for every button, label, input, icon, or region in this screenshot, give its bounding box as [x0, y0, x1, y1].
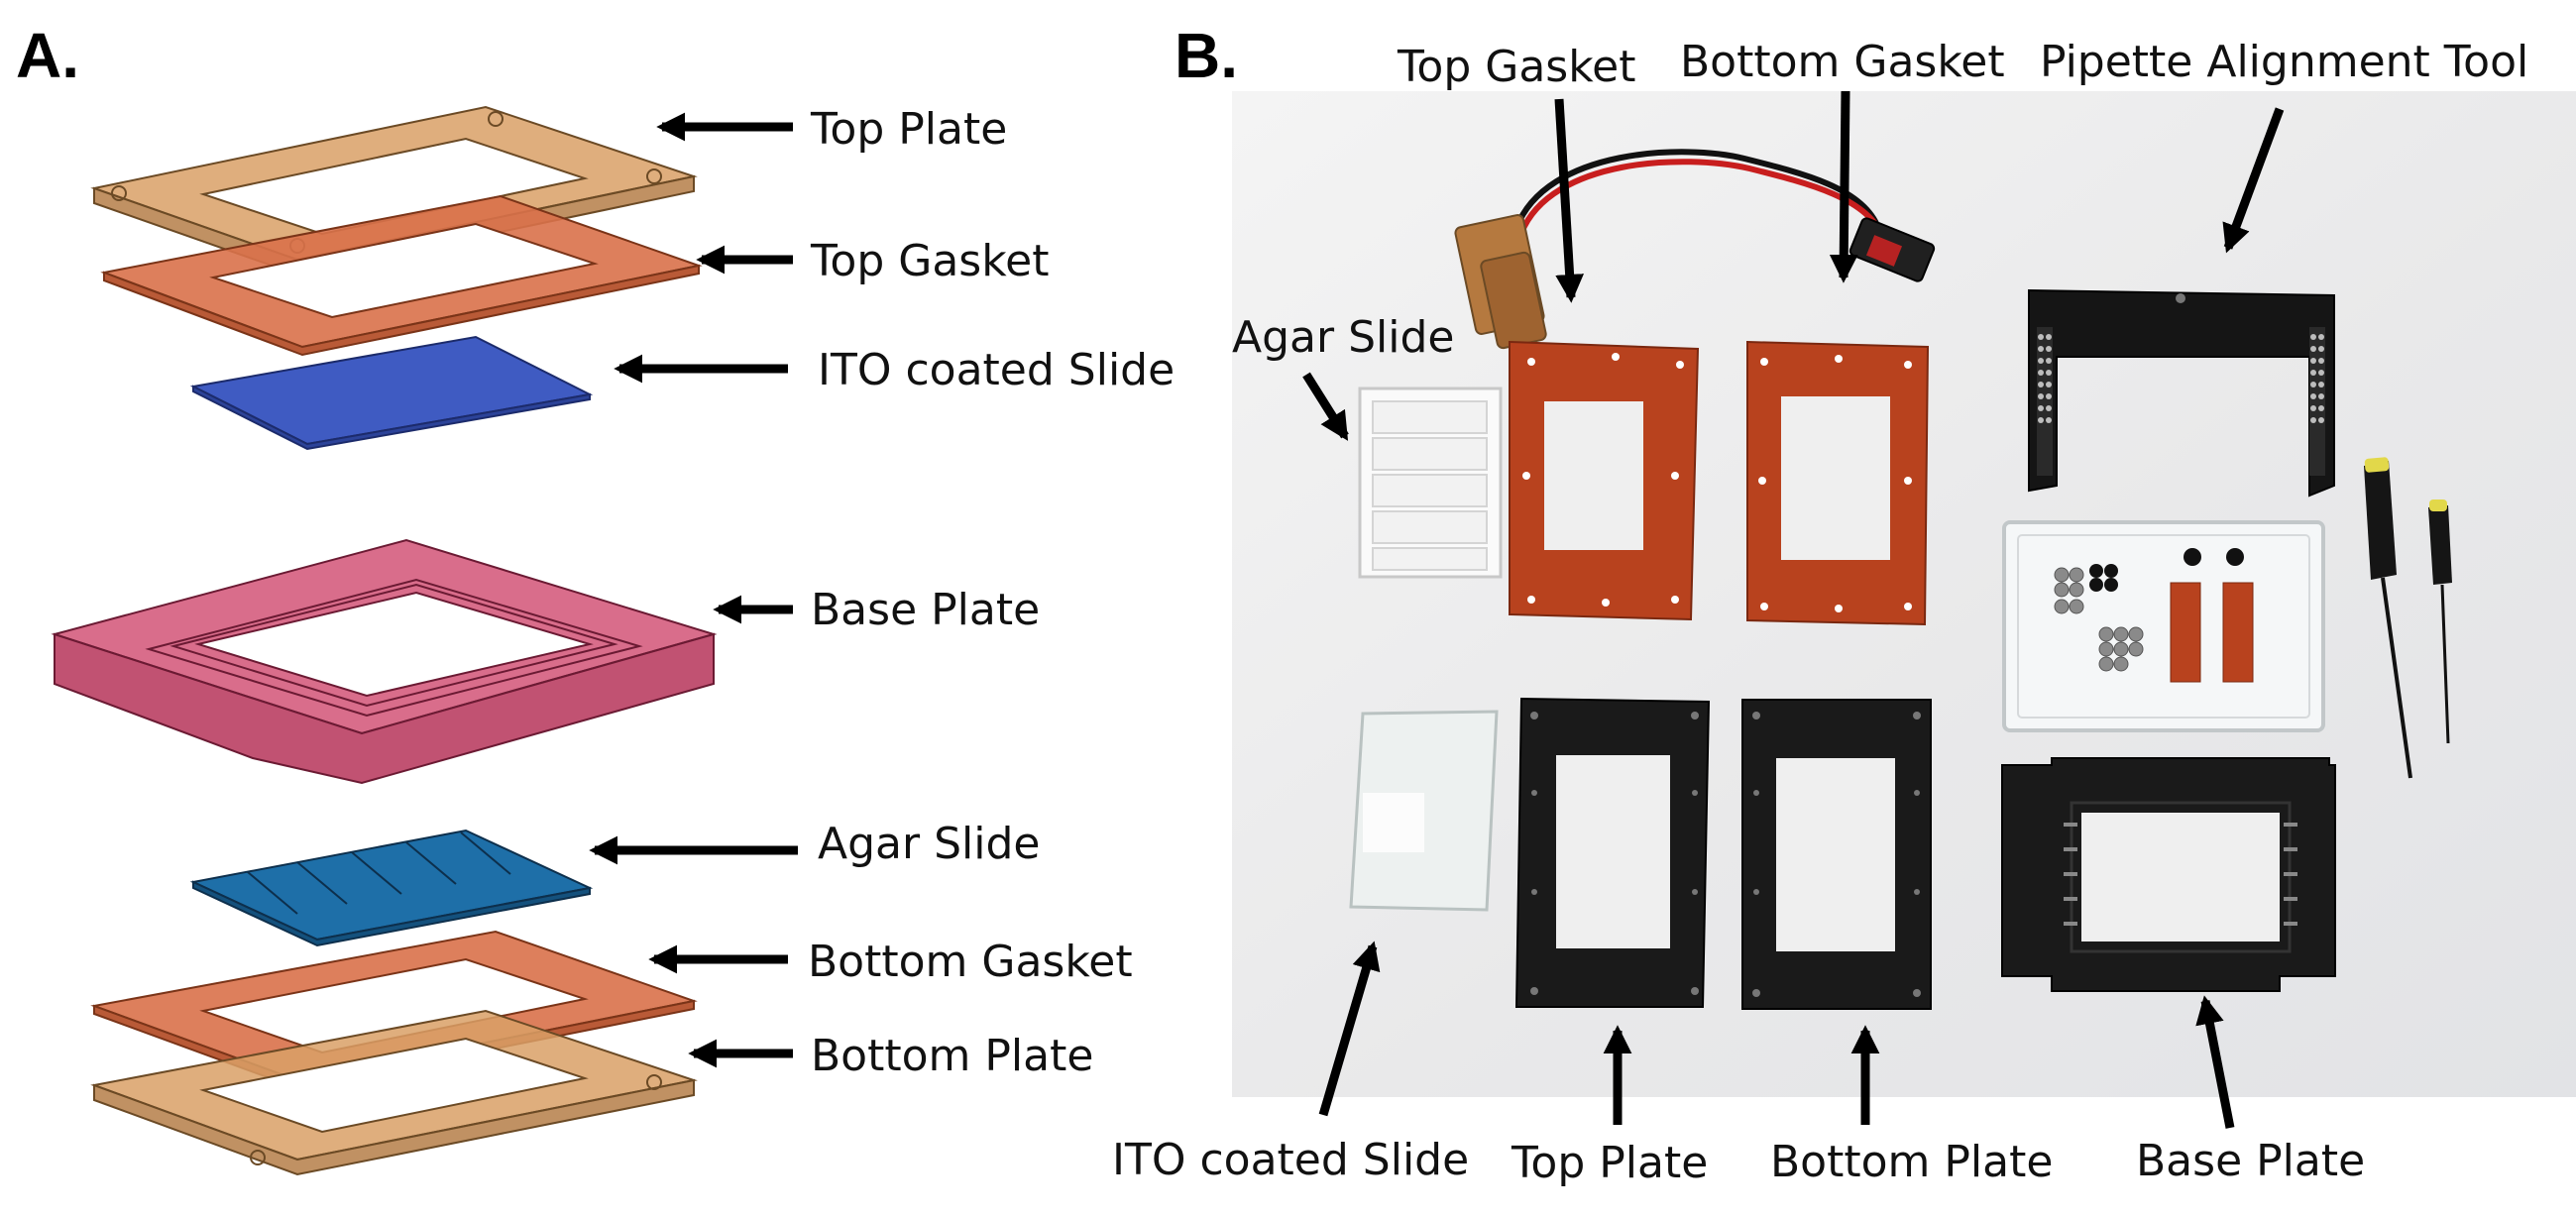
- label-b-pipette-tool: Pipette Alignment Tool: [2040, 37, 2528, 87]
- label-b-base-plate: Base Plate: [2136, 1136, 2365, 1186]
- label-a-base-plate: Base Plate: [811, 585, 1040, 635]
- bottom-plate-part: [90, 1009, 698, 1176]
- arrow-b-base-plate-icon: [2195, 995, 2235, 1129]
- label-b-agar-slide: Agar Slide: [1232, 312, 1454, 363]
- photo-hardware-box: [2002, 520, 2325, 732]
- arrow-b-ito-slide-icon: [1318, 941, 1381, 1117]
- heater-cable: [1454, 149, 1936, 350]
- photo-bottom-gasket: [1746, 340, 1930, 626]
- panel-b-letter: B.: [1175, 20, 1238, 91]
- label-b-top-gasket: Top Gasket: [1397, 42, 1635, 92]
- photo-screwdrivers: [2364, 457, 2452, 779]
- photo-base-plate: [2001, 757, 2336, 992]
- photo-ito-slide: [1349, 710, 1499, 912]
- arrow-b-top-gasket-icon: [1554, 98, 1584, 303]
- panel-a: A.: [16, 20, 1175, 1176]
- photo-top-gasket: [1509, 340, 1700, 621]
- agar-slide-part: [189, 829, 594, 947]
- arrow-b-agar-slide-icon: [1302, 372, 1349, 441]
- label-b-bottom-plate: Bottom Plate: [1770, 1137, 2053, 1187]
- photo-bottom-plate: [1741, 699, 1932, 1010]
- label-b-bottom-gasket: Bottom Gasket: [1680, 37, 2005, 87]
- ito-slide-part: [189, 335, 594, 451]
- photo-agar-slide: [1358, 387, 1503, 579]
- label-a-bottom-gasket: Bottom Gasket: [808, 937, 1133, 987]
- base-plate-part: [51, 538, 718, 785]
- arrow-b-pipette-tool-icon: [2222, 107, 2285, 254]
- panel-b: B.: [1112, 20, 2576, 1188]
- panel-a-letter: A.: [16, 20, 79, 91]
- photo-pipette-alignment-tool: [2028, 288, 2335, 498]
- label-a-top-gasket: Top Gasket: [810, 236, 1049, 286]
- arrow-b-bottom-gasket-icon: [1829, 90, 1858, 283]
- label-a-top-plate: Top Plate: [810, 104, 1007, 155]
- label-a-agar-slide: Agar Slide: [818, 819, 1040, 869]
- label-b-top-plate: Top Plate: [1511, 1138, 1708, 1188]
- label-a-bottom-plate: Bottom Plate: [811, 1031, 1093, 1081]
- label-a-ito-slide: ITO coated Slide: [818, 345, 1175, 395]
- photo-top-plate: [1514, 697, 1711, 1008]
- label-b-ito-slide: ITO coated Slide: [1112, 1135, 1469, 1185]
